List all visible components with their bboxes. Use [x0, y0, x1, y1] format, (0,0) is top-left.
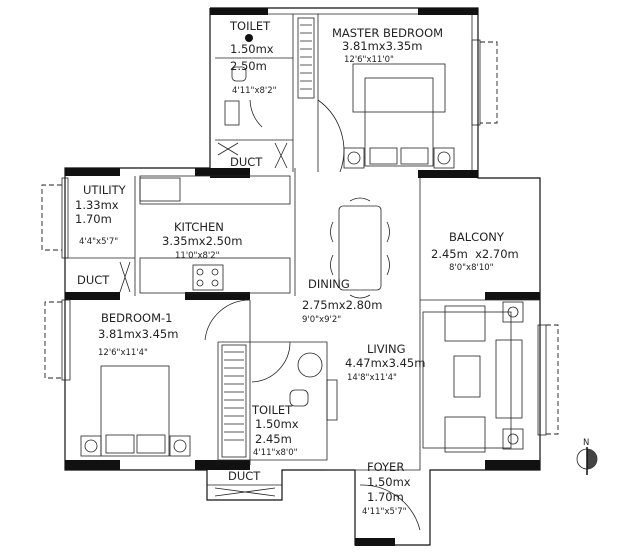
room-name: KITCHEN — [174, 220, 224, 234]
room-name: TOILET — [229, 19, 271, 33]
room-imperial-size: 4'11"x5'7" — [362, 507, 407, 517]
room-imperial-size: 11'0"x8'2" — [175, 251, 220, 261]
room-imperial-size: 14'8"x11'4" — [347, 373, 397, 383]
duct-bottom-label: DUCT — [228, 469, 261, 483]
room-name: UTILITY — [83, 183, 127, 197]
room-imperial-size: 4'4"x5'7" — [79, 237, 118, 247]
room-size: 1.70m — [75, 212, 112, 226]
room-imperial-size: 12'6"x11'0" — [344, 55, 394, 65]
room-size: 1.33mx — [75, 198, 119, 212]
room-name: DINING — [308, 277, 350, 291]
room-size: 1.50mx — [230, 42, 274, 56]
duct-crosses — [119, 142, 288, 497]
wardrobe-master — [297, 17, 315, 99]
utility-label: UTILITY 1.33mx 1.70m 4'4"x5'7" — [75, 183, 127, 247]
compass-label: N — [583, 438, 589, 448]
toilet-2-label: TOILET 1.50mx 2.45m 4'11"x8'0" — [251, 403, 299, 458]
room-name: FOYER — [367, 460, 404, 474]
room-size: 4.47mx3.45m — [345, 356, 425, 370]
north-arrow-icon: N — [576, 438, 598, 475]
toilet-master-label: TOILET 1.50mx 2.50m 4'11"x8'2" — [229, 19, 277, 96]
doors — [204, 99, 421, 531]
room-size: 3.81mx3.35m — [342, 39, 422, 53]
room-imperial-size: 9'0"x9'2" — [302, 315, 341, 325]
duct-top-label: DUCT — [230, 155, 263, 169]
room-size: 3.81mx3.45m — [98, 327, 178, 341]
kitchen-counters — [139, 175, 291, 294]
toilet-fixtures-master — [224, 34, 253, 126]
master-bedroom-label: MASTER BEDROOM 3.81mx3.35m 12'6"x11'0" — [332, 26, 443, 65]
room-size: 1.70m — [367, 490, 404, 504]
balcony-label: BALCONY 2.45m x2.70m 8'0"x8'10" — [431, 230, 519, 273]
room-labels: TOILET 1.50mx 2.50m 4'11"x8'2" MASTER BE… — [75, 19, 519, 517]
room-imperial-size: 4'11"x8'2" — [232, 86, 277, 96]
room-size: 1.50mx — [255, 417, 299, 431]
room-name: MASTER BEDROOM — [332, 26, 443, 40]
bedroom-1-bed — [80, 365, 191, 457]
bedroom-1-label: BEDROOM-1 3.81mx3.45m 12'6"x11'4" — [98, 311, 178, 358]
kitchen-label: KITCHEN 3.35mx2.50m 11'0"x8'2" — [162, 220, 242, 261]
duct-left-label: DUCT — [77, 273, 110, 287]
toilet-fixtures-2 — [289, 352, 338, 421]
room-size: 3.35mx2.50m — [162, 234, 242, 248]
room-name: TOILET — [251, 403, 293, 417]
master-bed — [343, 63, 455, 169]
room-name: BALCONY — [449, 230, 505, 244]
windows — [41, 39, 559, 436]
dining-table — [330, 197, 390, 299]
room-size: 2.50m — [230, 59, 267, 73]
room-size: 2.45m — [255, 432, 292, 446]
wardrobe-bedroom-1 — [221, 344, 247, 458]
room-name: BEDROOM-1 — [101, 311, 173, 325]
room-imperial-size: 12'6"x11'4" — [98, 348, 148, 358]
room-name: LIVING — [367, 342, 406, 356]
furniture — [80, 17, 524, 497]
foyer-label: FOYER 1.50mx 1.70m 4'11"x5'7" — [362, 460, 411, 517]
room-size: 2.75mx2.80m — [302, 298, 382, 312]
living-sofa-set — [422, 301, 524, 453]
dining-label: DINING 2.75mx2.80m 9'0"x9'2" — [302, 277, 382, 325]
walls — [64, 7, 541, 546]
room-imperial-size: 4'11"x8'0" — [253, 448, 298, 458]
living-label: LIVING 4.47mx3.45m 14'8"x11'4" — [345, 342, 425, 383]
room-size: 2.45m x2.70m — [431, 247, 519, 261]
room-size: 1.50mx — [367, 475, 411, 489]
room-imperial-size: 8'0"x8'10" — [449, 263, 494, 273]
